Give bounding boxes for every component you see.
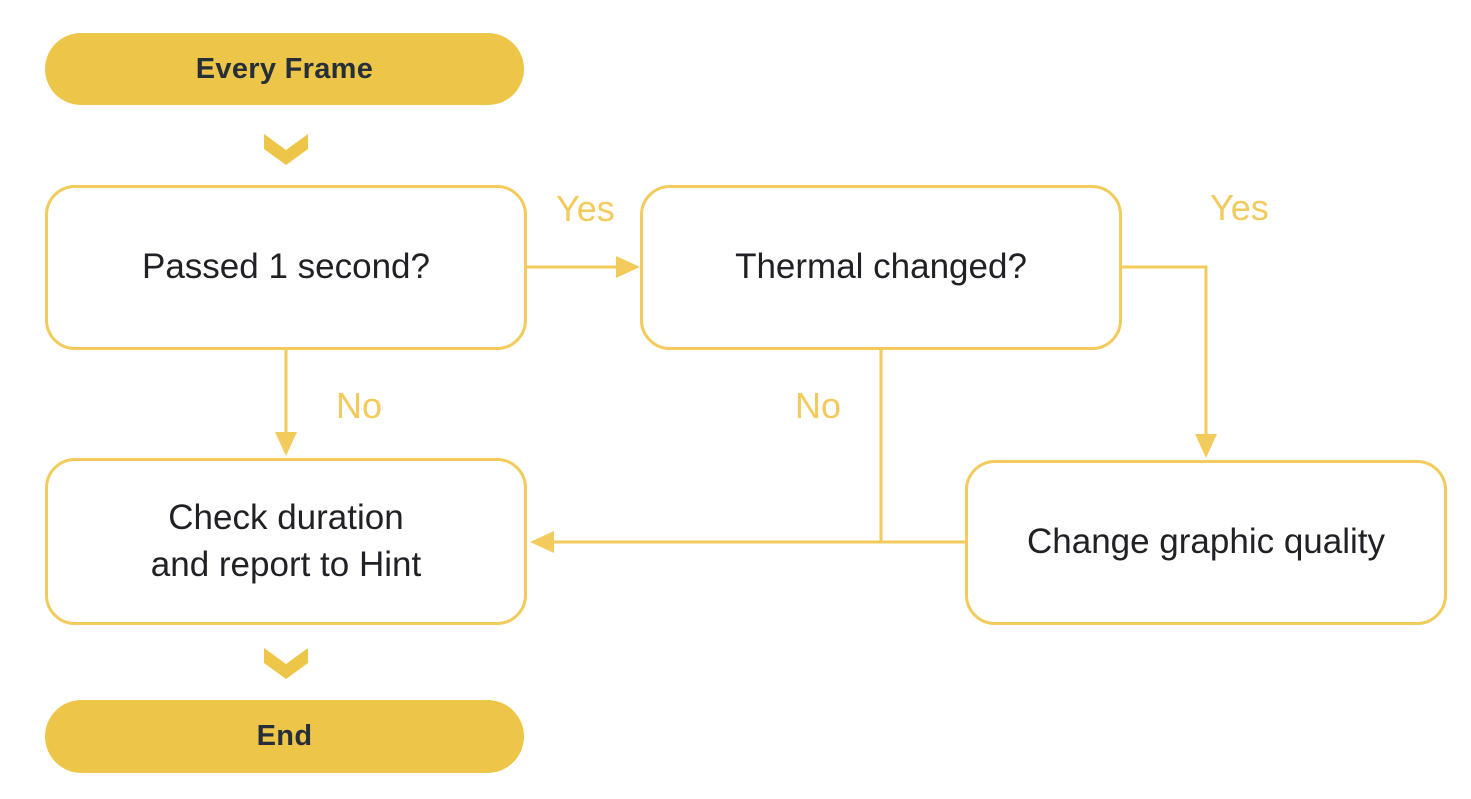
end-terminal: End <box>45 700 524 773</box>
edge-label-passed-no: No <box>336 385 383 426</box>
chevron-down-icon <box>264 134 308 165</box>
chevron-down-icon <box>264 648 308 679</box>
node-passed-1-second: Passed 1 second? <box>45 185 527 350</box>
edge-passed-yes-arrow <box>527 256 640 278</box>
edge-label-thermal-yes: Yes <box>1210 187 1269 228</box>
node-check-duration-report-hint: Check duration and report to Hint <box>45 458 527 625</box>
start-terminal-every-frame: Every Frame <box>45 33 524 105</box>
node-change-graphic-quality: Change graphic quality <box>965 460 1447 625</box>
edge-label-passed-yes: Yes <box>556 188 615 229</box>
node-thermal-changed: Thermal changed? <box>640 185 1122 350</box>
edge-thermal-yes-arrow <box>1122 265 1217 458</box>
edge-change-to-check-arrow <box>530 531 965 553</box>
edge-label-thermal-no: No <box>795 385 842 426</box>
edge-passed-no-arrow <box>275 350 297 456</box>
